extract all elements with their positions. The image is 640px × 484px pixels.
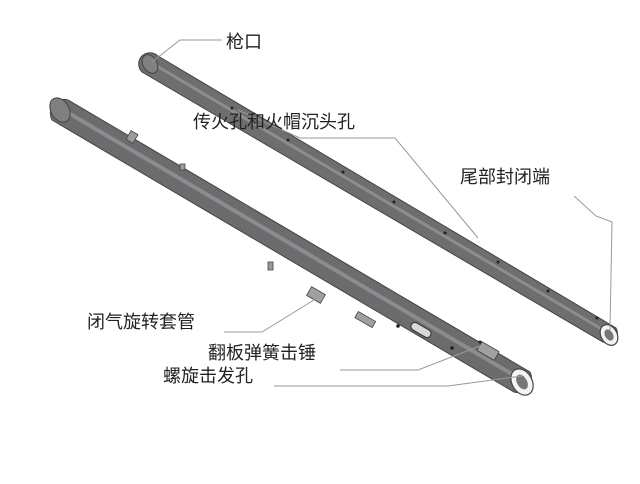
lug-bottom [267, 261, 274, 271]
leader-lines [151, 39, 613, 387]
spiral-slot-shape [410, 322, 432, 338]
sleeve-tab [354, 310, 377, 329]
sleeve-collar [306, 286, 326, 304]
muzzle-end [141, 54, 159, 74]
left-barrel [49, 97, 534, 396]
muzzle-label: 枪口 [226, 32, 262, 53]
breech-bore [604, 329, 614, 341]
touch-holes-label: 传火孔和火帽沉头孔 [193, 112, 355, 133]
spring-hammer-label: 翻板弹簧击锤 [208, 343, 316, 364]
lug-front [125, 130, 139, 144]
left-muzzle-end [49, 97, 71, 123]
spiral-slot-label: 螺旋击发孔 [163, 366, 253, 387]
touch-hole-dots [230, 106, 599, 320]
left-breech-bore [516, 374, 528, 390]
rotating-sleeve-label: 闭气旋转套管 [87, 312, 195, 333]
right-barrel [138, 52, 619, 346]
lug-small [179, 163, 186, 171]
breech-end-label: 尾部封闭端 [460, 167, 550, 188]
